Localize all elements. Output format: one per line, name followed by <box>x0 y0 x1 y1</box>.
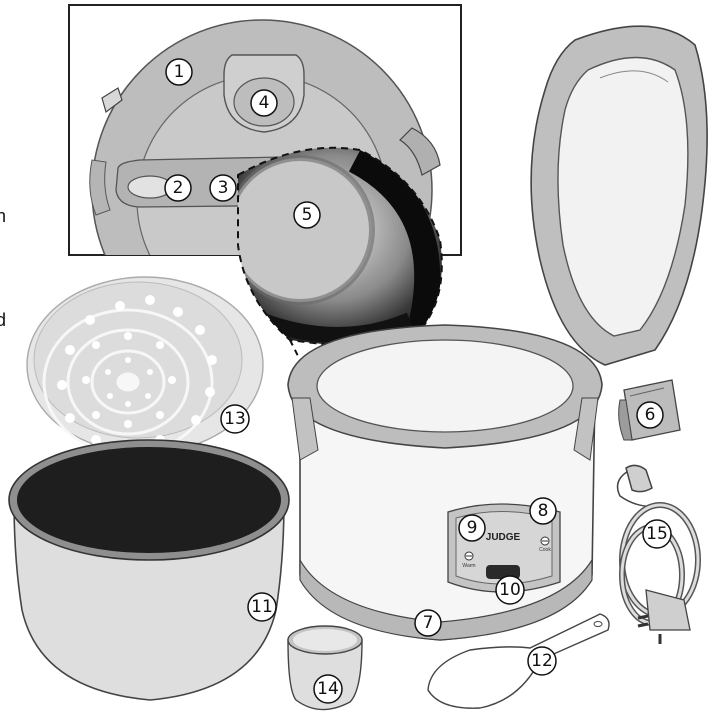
power-plug <box>646 590 690 630</box>
callout-12: 12 <box>528 647 556 675</box>
svg-text:5: 5 <box>302 205 313 225</box>
callout-2: 2 <box>165 175 191 201</box>
power-cord <box>618 465 698 644</box>
callout-7: 7 <box>415 610 441 636</box>
callout-14: 14 <box>314 675 342 703</box>
callout-9: 9 <box>459 515 485 541</box>
open-lid <box>531 26 707 365</box>
inner-pot <box>9 440 289 700</box>
inner-pot-interior <box>17 447 281 553</box>
warm-label: Warm <box>462 563 475 569</box>
brand-label: JUDGE <box>486 532 521 543</box>
cooker-body: JUDGE Warm Cook <box>288 325 602 640</box>
callout-8: 8 <box>530 498 556 524</box>
edge-text-line1: n <box>0 206 6 226</box>
callout-13: 13 <box>221 405 249 433</box>
callout-4: 4 <box>251 90 277 116</box>
callout-1: 1 <box>166 59 192 85</box>
callout-15: 15 <box>643 520 671 548</box>
svg-text:14: 14 <box>317 679 339 699</box>
callout-11: 11 <box>248 593 276 621</box>
cooker-opening <box>317 340 573 432</box>
callout-3: 3 <box>210 175 236 201</box>
cook-label: Cook <box>539 547 551 553</box>
svg-text:2: 2 <box>173 178 184 198</box>
callout-6: 6 <box>637 402 663 428</box>
svg-text:6: 6 <box>645 405 656 425</box>
callout-10: 10 <box>496 576 524 604</box>
svg-text:10: 10 <box>499 580 521 600</box>
callout-5: 5 <box>294 202 320 228</box>
svg-text:9: 9 <box>467 518 478 538</box>
svg-text:15: 15 <box>646 524 668 544</box>
edge-text-line2: d <box>0 310 6 330</box>
svg-text:13: 13 <box>224 409 246 429</box>
svg-text:1: 1 <box>174 62 185 82</box>
svg-text:3: 3 <box>218 178 229 198</box>
svg-text:11: 11 <box>251 597 273 617</box>
svg-text:8: 8 <box>538 501 549 521</box>
svg-text:4: 4 <box>259 93 270 113</box>
svg-text:12: 12 <box>531 651 553 671</box>
svg-text:7: 7 <box>423 613 434 633</box>
